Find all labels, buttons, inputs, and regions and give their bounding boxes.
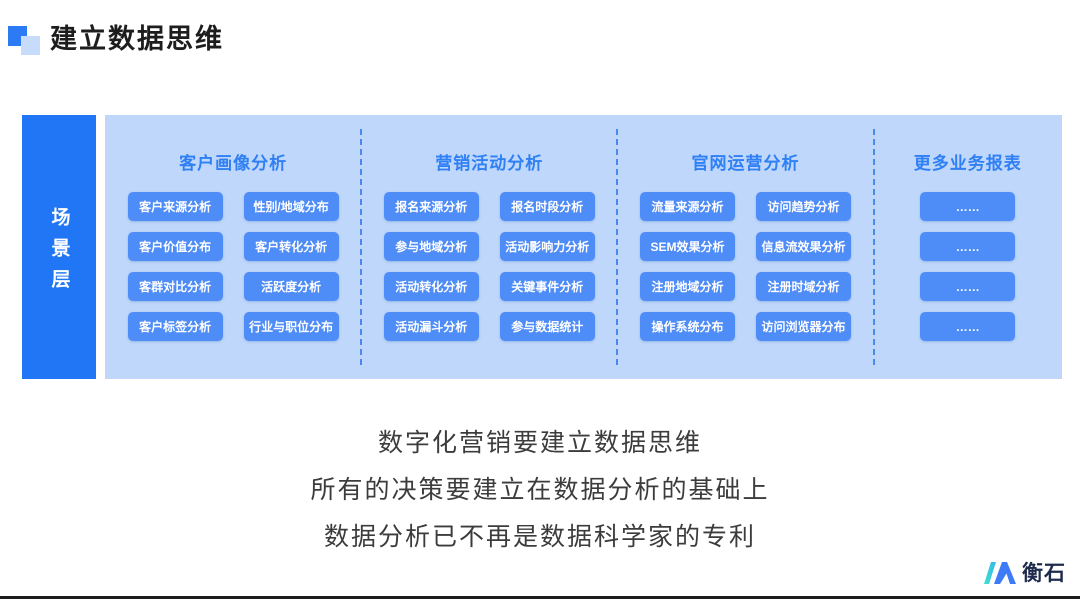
group-grid-more-reports: …… …… …… …… (920, 192, 1016, 341)
report-chip-more-reports-2[interactable]: …… (920, 232, 1016, 261)
report-chip-website-operation-6[interactable]: 注册时域分析 (756, 272, 851, 301)
report-chip-website-operation-7[interactable]: 操作系统分布 (640, 312, 735, 341)
group-header-customer-profile: 客户画像分析 (179, 154, 288, 173)
report-chip-customer-profile-2[interactable]: 性别/地域分布 (243, 192, 339, 221)
report-chip-customer-profile-4[interactable]: 客户转化分析 (243, 232, 339, 261)
report-chip-marketing-campaign-8[interactable]: 参与数据统计 (499, 312, 595, 341)
report-chip-marketing-campaign-2[interactable]: 报名时段分析 (499, 192, 595, 221)
report-chip-customer-profile-8[interactable]: 行业与职位分布 (243, 312, 339, 341)
scene-layer-sidebar: 场景层 (22, 115, 96, 379)
scene-layer-label: 场景层 (48, 206, 70, 300)
report-chip-customer-profile-7[interactable]: 客户标签分析 (127, 312, 223, 341)
brand-logo: 衡石 (981, 557, 1066, 587)
summary-text: 数字化营销要建立数据思维 所有的决策要建立在数据分析的基础上 数据分析已不再是数… (0, 420, 1080, 561)
report-chip-marketing-campaign-5[interactable]: 活动转化分析 (383, 272, 479, 301)
report-chip-marketing-campaign-6[interactable]: 关键事件分析 (499, 272, 595, 301)
title-row: 建立数据思维 (6, 20, 224, 58)
group-header-marketing-campaign: 营销活动分析 (435, 154, 544, 173)
summary-line-3: 数据分析已不再是数据科学家的专利 (323, 523, 756, 551)
report-chip-marketing-campaign-7[interactable]: 活动漏斗分析 (383, 312, 479, 341)
report-chip-customer-profile-3[interactable]: 客户价值分布 (127, 232, 223, 261)
group-header-website-operation: 官网运营分析 (691, 154, 800, 173)
report-chip-more-reports-4[interactable]: …… (920, 312, 1016, 341)
report-chip-website-operation-2[interactable]: 访问趋势分析 (756, 192, 851, 221)
group-more-reports: 更多业务报表 …… …… …… …… (874, 115, 1062, 379)
report-chip-more-reports-1[interactable]: …… (920, 192, 1016, 221)
report-chip-more-reports-3[interactable]: …… (920, 272, 1016, 301)
report-chip-website-operation-4[interactable]: 信息流效果分析 (756, 232, 851, 261)
report-chip-marketing-campaign-4[interactable]: 活动影响力分析 (499, 232, 595, 261)
group-website-operation: 官网运营分析流量来源分析访问趋势分析 SEM效果分析信息流效果分析注册地域分析注册… (617, 115, 875, 379)
report-chip-website-operation-3[interactable]: SEM效果分析 (640, 232, 735, 261)
hengshi-logo-icon (984, 561, 1016, 584)
bottom-divider (0, 596, 1080, 599)
group-header-more-reports: 更多业务报表 (913, 154, 1022, 173)
brand-name: 衡石 (1022, 562, 1066, 585)
summary-line-1: 数字化营销要建立数据思维 (377, 429, 702, 457)
report-chip-website-operation-1[interactable]: 流量来源分析 (640, 192, 735, 221)
group-customer-profile: 客户画像分析客户来源分析性别/地域分布客户价值分布客户转化分析客群对比分析活跃度… (105, 115, 363, 379)
report-chip-marketing-campaign-3[interactable]: 参与地域分析 (383, 232, 479, 261)
scenario-panel: 客户画像分析客户来源分析性别/地域分布客户价值分布客户转化分析客群对比分析活跃度… (105, 115, 1062, 379)
scenario-diagram: 场景层 客户画像分析客户来源分析性别/地域分布客户价值分布客户转化分析客群对比分… (22, 115, 1062, 379)
title-bullet-icon (6, 20, 42, 58)
report-chip-marketing-campaign-1[interactable]: 报名来源分析 (383, 192, 479, 221)
report-chip-website-operation-8[interactable]: 访问浏览器分布 (756, 312, 851, 341)
group-marketing-campaign: 营销活动分析报名来源分析报名时段分析参与地域分析活动影响力分析活动转化分析关键事… (361, 115, 619, 379)
report-chip-customer-profile-1[interactable]: 客户来源分析 (127, 192, 223, 221)
report-chip-customer-profile-5[interactable]: 客群对比分析 (127, 272, 223, 301)
report-chip-website-operation-5[interactable]: 注册地域分析 (640, 272, 735, 301)
group-grid-website-operation: 流量来源分析访问趋势分析 SEM效果分析信息流效果分析注册地域分析注册时域分析操作… (640, 192, 851, 341)
summary-line-2: 所有的决策要建立在数据分析的基础上 (310, 476, 770, 504)
group-grid-customer-profile: 客户来源分析性别/地域分布客户价值分布客户转化分析客群对比分析活跃度分析客户标签… (127, 192, 339, 341)
report-chip-customer-profile-6[interactable]: 活跃度分析 (243, 272, 339, 301)
page-title: 建立数据思维 (50, 24, 224, 54)
group-grid-marketing-campaign: 报名来源分析报名时段分析参与地域分析活动影响力分析活动转化分析关键事件分析活动漏… (383, 192, 595, 341)
